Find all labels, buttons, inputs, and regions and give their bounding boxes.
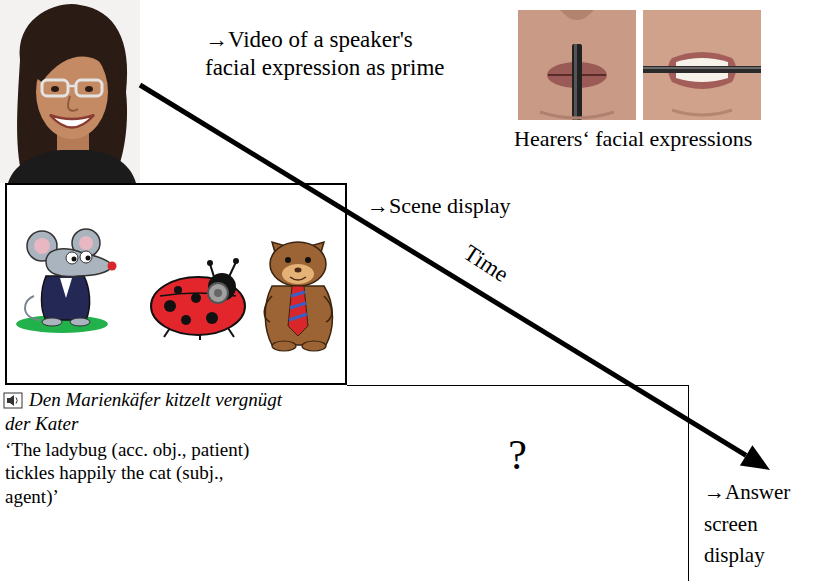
speaker-photo-part bbox=[36, 36, 110, 82]
mouse-figure bbox=[16, 229, 117, 333]
mouse-figure-part bbox=[66, 252, 78, 264]
cat-figure-part bbox=[295, 268, 302, 273]
speaker-photo-part bbox=[76, 80, 102, 96]
cat-figure-part bbox=[285, 257, 291, 263]
cat-figure-part bbox=[288, 286, 308, 336]
hearer-photo-part bbox=[572, 44, 582, 120]
axis-label: Time bbox=[458, 239, 513, 288]
ladybug-figure-part bbox=[164, 300, 176, 312]
cat-figure-part bbox=[282, 264, 314, 284]
ladybug-figure-part bbox=[174, 286, 182, 294]
ladybug-figure-part bbox=[228, 328, 234, 337]
hearer-photo-part bbox=[643, 67, 761, 69]
mouse-figure-part bbox=[42, 318, 62, 326]
speaker-photo-part bbox=[50, 115, 94, 128]
hearer-photo bbox=[518, 10, 636, 120]
time-arrow bbox=[140, 85, 770, 470]
cat-figure-part bbox=[272, 341, 296, 351]
mouse-figure-part bbox=[60, 278, 72, 298]
mouse-figure-part bbox=[108, 262, 117, 271]
cat-figure-part bbox=[270, 242, 326, 286]
cat-figure-part bbox=[289, 292, 307, 320]
speaker-photo-part bbox=[8, 150, 136, 183]
ladybug-figure-part bbox=[208, 283, 228, 303]
answer-screen-box: ?→Answer screen display bbox=[347, 385, 689, 581]
translation-text: ‘The ladybug (acc. obj., patient) tickle… bbox=[5, 438, 260, 509]
scene-display-box: →Scene display bbox=[5, 183, 347, 385]
mouse-figure-part bbox=[46, 249, 112, 277]
audio-icon-part bbox=[4, 393, 22, 408]
hearer-photo-part bbox=[643, 66, 761, 73]
sentence-text: Den Marienkäfer kitzelt vergnügt der Kat… bbox=[5, 388, 295, 436]
hearer-photo-part bbox=[574, 44, 577, 120]
mouse-figure-part bbox=[70, 318, 90, 326]
speaker-photo-part bbox=[85, 86, 93, 92]
hearer-photo bbox=[643, 10, 761, 120]
ladybug-figure bbox=[151, 258, 245, 340]
ladybug-figure-part bbox=[181, 315, 191, 325]
box-heading: →Answer screen display bbox=[704, 477, 816, 572]
speaker-photo-part bbox=[68, 96, 78, 111]
stage-label: →Video of a speaker's facial expression … bbox=[205, 26, 450, 81]
cat-figure-part bbox=[265, 286, 332, 345]
stage-label: Hearers‘ facial expressions bbox=[514, 126, 752, 152]
hearer-photo-part bbox=[672, 110, 732, 115]
ladybug-figure-part bbox=[233, 258, 239, 264]
mouse-figure-part bbox=[79, 236, 93, 250]
speaker-photo-part bbox=[42, 80, 68, 96]
speaker-photo-part bbox=[51, 86, 59, 92]
audio-icon-part bbox=[7, 395, 14, 406]
box-heading: →Scene display bbox=[367, 193, 511, 219]
cat-figure bbox=[264, 242, 332, 351]
mouse-figure-part bbox=[34, 238, 50, 254]
cat-figure-part bbox=[264, 296, 272, 322]
cat-figure-part bbox=[305, 257, 311, 263]
ladybug-figure-part bbox=[191, 293, 201, 303]
cat-figure-part bbox=[302, 341, 326, 351]
time-arrow-part bbox=[740, 445, 770, 470]
hearer-photo-part bbox=[560, 10, 594, 20]
question-mark: ? bbox=[347, 430, 688, 480]
audio-icon-part bbox=[16, 398, 17, 404]
mouse-figure-part bbox=[42, 276, 90, 320]
audio-icon bbox=[4, 393, 22, 408]
hearer-photo-part bbox=[540, 112, 614, 118]
speaker-photo-part bbox=[0, 0, 140, 183]
hearer-photo-part bbox=[643, 10, 761, 120]
mouse-figure-part bbox=[72, 257, 77, 262]
speaker-photo-part bbox=[68, 85, 76, 88]
mouse-figure-part bbox=[25, 296, 40, 320]
hearer-photo-part bbox=[518, 10, 636, 120]
mouse-figure-part bbox=[86, 256, 91, 261]
speaker-photo bbox=[0, 0, 140, 183]
cat-figure-part bbox=[290, 277, 306, 280]
cat-figure-part bbox=[324, 296, 332, 322]
ladybug-figure-part bbox=[206, 312, 218, 324]
ladybug-figure-part bbox=[207, 260, 213, 266]
mouse-figure-part bbox=[80, 251, 92, 263]
ladybug-figure-part bbox=[214, 289, 222, 297]
